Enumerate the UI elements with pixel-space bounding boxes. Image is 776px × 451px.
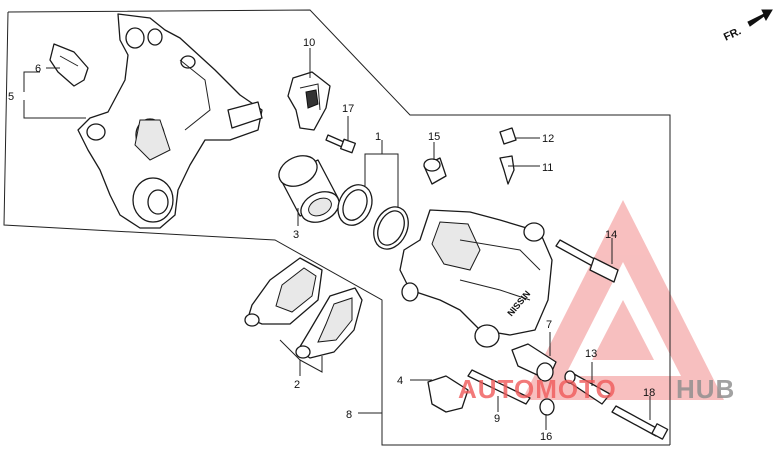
callout-9: 9: [494, 413, 500, 425]
bleeder-cap: [423, 157, 447, 185]
pad-spring-clip: [287, 71, 331, 131]
callout-12: 12: [542, 133, 554, 145]
callout-6: 6: [35, 63, 41, 75]
bolt-18: [611, 405, 669, 440]
callout-18: 18: [643, 387, 655, 399]
front-direction-indicator: FR.: [722, 9, 773, 44]
sleeve-13: [564, 370, 611, 405]
watermark-text-right: HUB: [676, 374, 735, 404]
callout-15: 15: [428, 131, 440, 143]
caliper-bracket: [77, 13, 263, 229]
callout-2: 2: [294, 379, 300, 391]
callout-17: 17: [342, 103, 354, 115]
callout-5: 5: [8, 91, 14, 103]
callout-10: 10: [303, 37, 315, 49]
boot-16: [539, 398, 555, 416]
arrow-icon: [747, 9, 773, 27]
bleeder-screw: [499, 127, 517, 185]
callout-14: 14: [605, 229, 617, 241]
pin-9: [467, 369, 531, 405]
leader-lines: [23, 48, 651, 430]
callout-4: 4: [397, 375, 403, 387]
front-direction-label: FR.: [722, 25, 743, 43]
dust-boot-7: [511, 343, 557, 382]
watermark-logo: [522, 200, 724, 400]
callout-8: 8: [346, 409, 352, 421]
pad-retainer: [427, 375, 469, 413]
caliper-body: NISSIN: [399, 209, 553, 348]
callout-11: 11: [542, 162, 553, 174]
brake-pads: [244, 257, 363, 359]
callout-13: 13: [585, 348, 597, 360]
caliper-piston: [278, 155, 340, 223]
group-outline-lines: [3, 9, 671, 446]
watermark-text-left: AUTOMOTO: [458, 374, 617, 404]
bolt-17: [325, 134, 356, 154]
callout-labels: 1 2 3 4 5 6 7 8 9 10 11 12 13 14 15 16 1…: [8, 37, 655, 443]
callout-16: 16: [540, 431, 552, 443]
piston-seals: [337, 184, 409, 250]
callout-1: 1: [375, 131, 381, 143]
pin-14: [555, 239, 619, 283]
bracket-clip: [49, 43, 89, 87]
watermark-text: AUTOMOTO HUB: [458, 374, 735, 404]
callout-7: 7: [546, 319, 552, 331]
callout-3: 3: [293, 229, 299, 241]
